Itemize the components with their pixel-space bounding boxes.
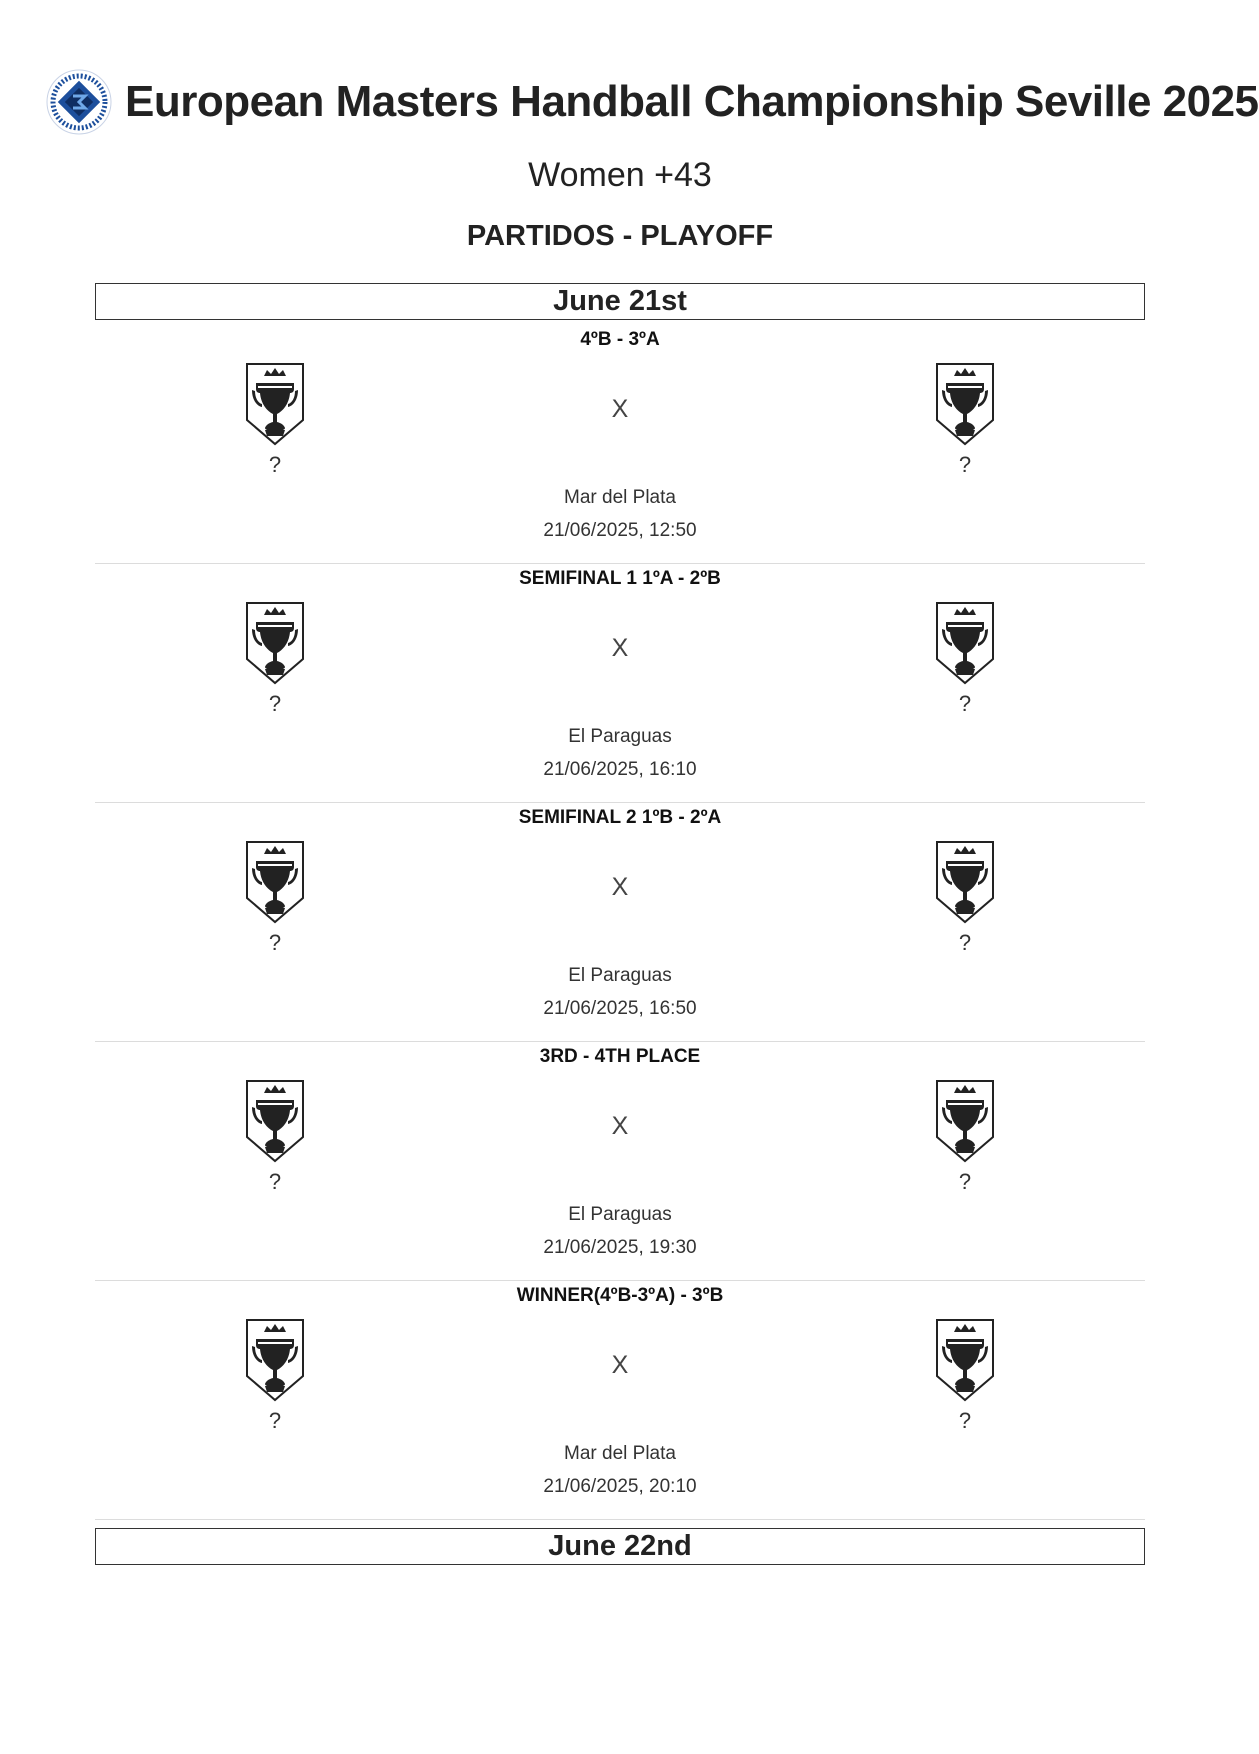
team-name: ? <box>958 1408 972 1433</box>
away-team: ? <box>895 840 1035 956</box>
away-team: ? <box>895 1079 1035 1195</box>
home-team: ? <box>205 840 345 956</box>
away-team: ? <box>895 362 1035 478</box>
match-venue: El Paraguas <box>568 1204 672 1225</box>
home-team: ? <box>205 601 345 717</box>
away-team: ? <box>895 1318 1035 1434</box>
match-card: 4ºB - 3ºA ? X ? Mar del Plata 21/06/2025… <box>95 325 1145 564</box>
match-venue: Mar del Plata <box>564 487 676 508</box>
match-title: WINNER(4ºB-3ºA) - 3ºB <box>516 1285 724 1306</box>
match-title: 3RD - 4TH PLACE <box>539 1046 701 1067</box>
trophy-crest-icon <box>934 362 996 446</box>
match-datetime: 21/06/2025, 16:10 <box>543 759 697 780</box>
home-team: ? <box>205 1318 345 1434</box>
match-card: SEMIFINAL 1 1ºA - 2ºB ? X ? El Paraguas … <box>95 564 1145 803</box>
championship-logo-icon <box>46 69 112 135</box>
match-card: SEMIFINAL 2 1ºB - 2ºA ? X ? El Paraguas … <box>95 803 1145 1042</box>
match-title: SEMIFINAL 2 1ºB - 2ºA <box>518 807 722 828</box>
team-name: ? <box>958 691 972 716</box>
trophy-crest-icon <box>934 840 996 924</box>
match-venue: El Paraguas <box>568 726 672 747</box>
match-title: SEMIFINAL 1 1ºA - 2ºB <box>519 568 721 589</box>
team-name: ? <box>958 930 972 955</box>
date-header: June 22nd <box>95 1528 1145 1565</box>
versus-label: X <box>611 395 629 423</box>
versus-label: X <box>611 1351 629 1379</box>
phase-title: PARTIDOS - PLAYOFF <box>466 220 774 252</box>
page-title: European Masters Handball Championship S… <box>125 77 1259 126</box>
category-title: Women +43 <box>528 156 712 194</box>
home-team: ? <box>205 1079 345 1195</box>
trophy-crest-icon <box>934 1318 996 1402</box>
match-datetime: 21/06/2025, 12:50 <box>543 520 697 541</box>
team-name: ? <box>268 452 282 477</box>
team-name: ? <box>268 1408 282 1433</box>
versus-label: X <box>611 1112 629 1140</box>
match-card: 3RD - 4TH PLACE ? X ? El Paraguas 21/06/… <box>95 1042 1145 1281</box>
page-header: European Masters Handball Championship S… <box>45 68 1259 136</box>
versus-label: X <box>611 634 629 662</box>
home-team: ? <box>205 362 345 478</box>
date-header: June 21st <box>95 283 1145 320</box>
match-datetime: 21/06/2025, 16:50 <box>543 998 697 1019</box>
team-name: ? <box>268 930 282 955</box>
team-name: ? <box>958 1169 972 1194</box>
team-name: ? <box>268 1169 282 1194</box>
match-datetime: 21/06/2025, 19:30 <box>543 1237 697 1258</box>
match-venue: Mar del Plata <box>564 1443 676 1464</box>
match-datetime: 21/06/2025, 20:10 <box>543 1476 697 1497</box>
away-team: ? <box>895 601 1035 717</box>
versus-label: X <box>611 873 629 901</box>
team-name: ? <box>958 452 972 477</box>
match-venue: El Paraguas <box>568 965 672 986</box>
trophy-crest-icon <box>934 601 996 685</box>
match-title: 4ºB - 3ºA <box>580 329 660 350</box>
match-card: WINNER(4ºB-3ºA) - 3ºB ? X ? Mar del Plat… <box>95 1281 1145 1520</box>
team-name: ? <box>268 691 282 716</box>
trophy-crest-icon <box>934 1079 996 1163</box>
